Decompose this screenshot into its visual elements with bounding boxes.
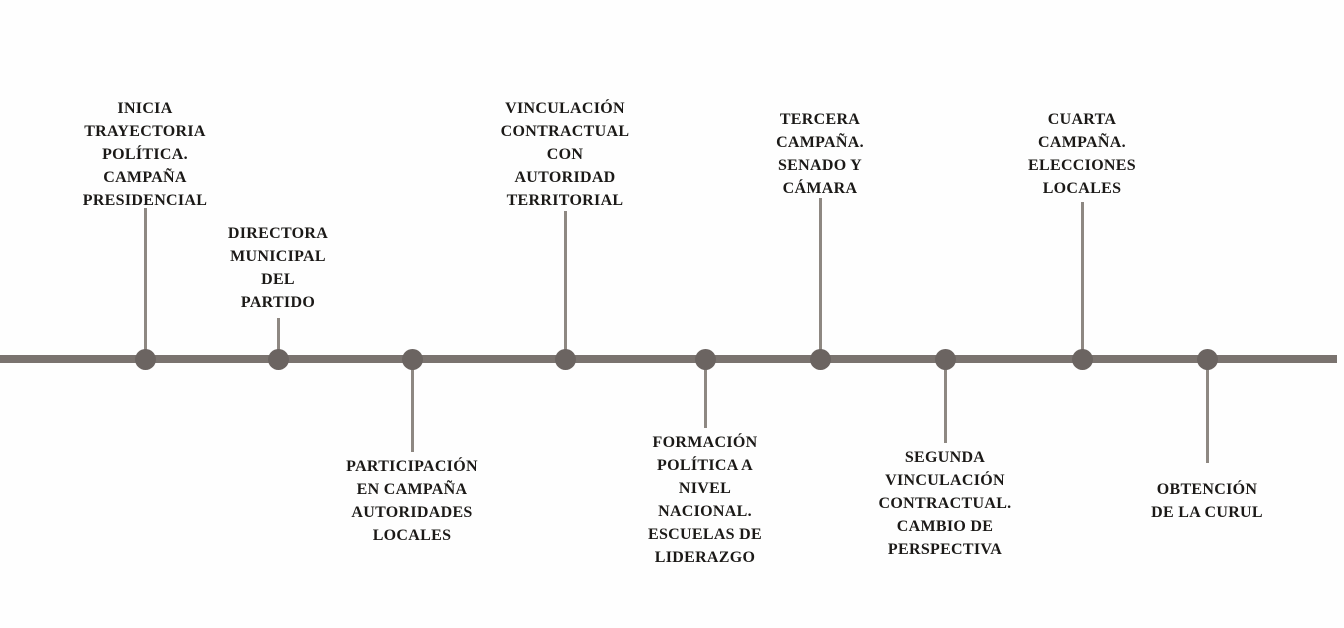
event-label: DIRECTORA MUNICIPAL DEL PARTIDO [227,225,329,311]
event-dot [1196,348,1218,370]
event-stem [1205,359,1209,463]
event-dot [134,348,156,370]
event-label: OBTENCIÓN DE LA CURUL [1151,481,1263,521]
event-label: VINCULACIÓN CONTRACTUAL CON AUTORIDAD TE… [500,100,630,209]
event-stem [943,359,947,443]
event-dot [554,348,576,370]
event-dot [809,348,831,370]
event-label: CUARTA CAMPAÑA. ELECCIONES LOCALES [1028,111,1136,197]
event-dot [1071,348,1093,370]
event-label: INICIA TRAYECTORIA POLÍTICA. CAMPAÑA PRE… [82,100,208,209]
event-stem [276,318,280,359]
event-stem [1080,202,1084,359]
event-stem [818,198,822,359]
event-stem [563,211,567,359]
event-label: PARTICIPACIÓN EN CAMPAÑA AUTORIDADES LOC… [346,458,478,544]
event-dot [401,348,423,370]
event-stem [143,208,147,359]
timeline-axis-line [0,355,1337,363]
event-dot [267,348,289,370]
event-stem [410,359,414,452]
event-dot [694,348,716,370]
event-label: TERCERA CAMPAÑA. SENADO Y CÁMARA [776,111,864,197]
event-stem [703,359,707,428]
event-label: FORMACIÓN POLÍTICA A NIVEL NACIONAL. ESC… [647,434,763,566]
event-label: SEGUNDA VINCULACIÓN CONTRACTUAL. CAMBIO … [878,449,1012,558]
event-dot [934,348,956,370]
